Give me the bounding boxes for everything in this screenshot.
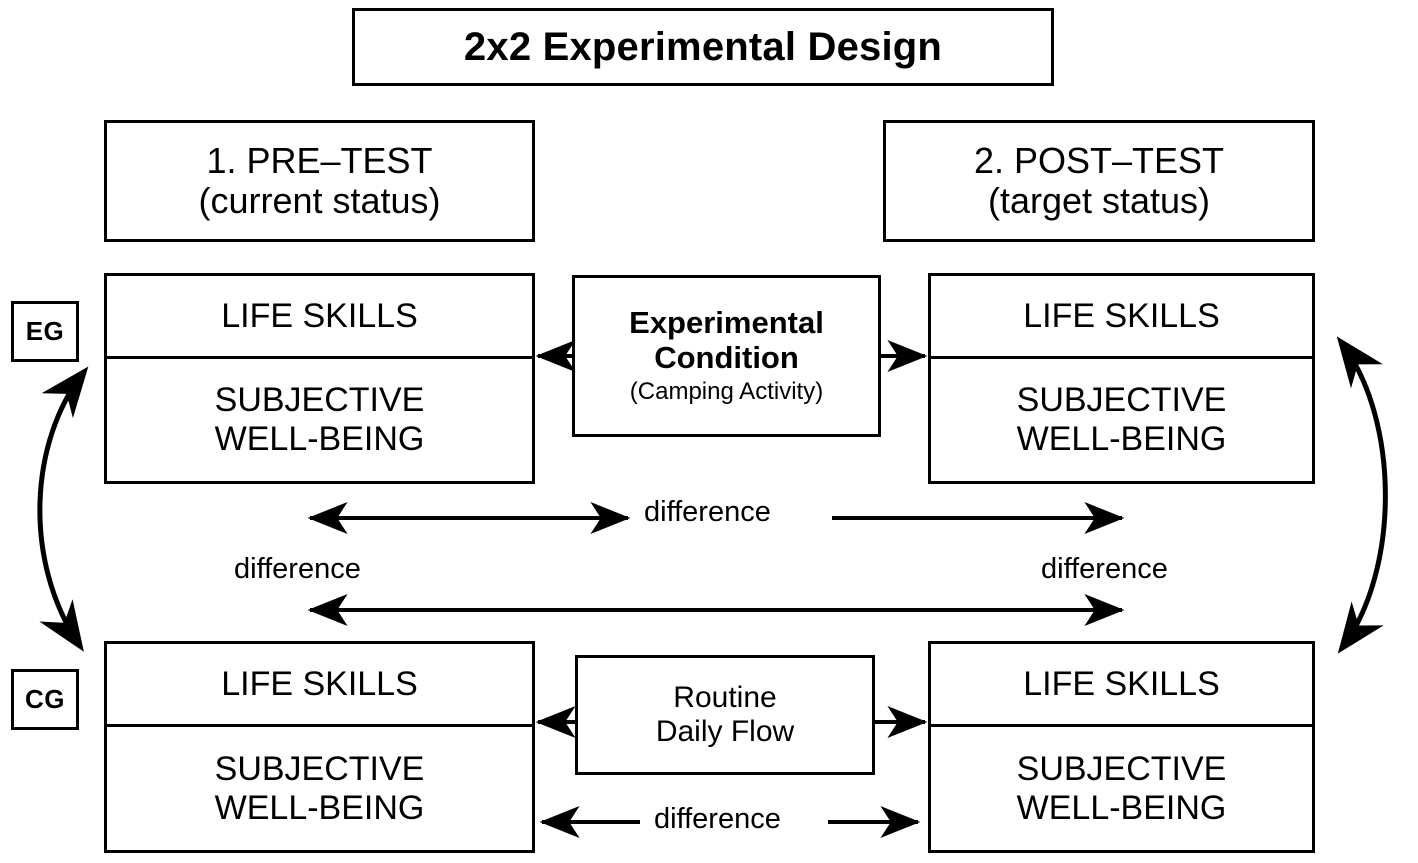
cg-pretest-subjective-wellbeing: SUBJECTIVE WELL-BEING: [107, 727, 532, 850]
control-condition-box: Routine Daily Flow: [575, 655, 875, 775]
experimental-group-label: EG: [11, 301, 79, 362]
posttest-header-line1: 2. POST–TEST: [973, 139, 1225, 181]
eg-pretest-measures-box: LIFE SKILLS SUBJECTIVE WELL-BEING: [104, 273, 535, 484]
label-cg-pre-post-difference: difference: [648, 803, 787, 836]
experimental-condition-box: Experimental Condition (Camping Activity…: [572, 275, 881, 437]
cg-posttest-swb-line2: WELL-BEING: [1016, 788, 1227, 827]
eg-posttest-swb-line2: WELL-BEING: [1016, 420, 1227, 458]
curved-arrow-left-group-comparison: [37, 366, 89, 652]
experimental-condition-line2: Condition: [654, 340, 799, 376]
cg-pretest-life-skills: LIFE SKILLS: [107, 644, 532, 727]
cg-pretest-swb-line2: WELL-BEING: [214, 788, 425, 827]
cg-posttest-swb-line1: SUBJECTIVE: [1016, 749, 1227, 788]
cg-posttest-subjective-wellbeing: SUBJECTIVE WELL-BEING: [931, 727, 1312, 850]
pretest-header-line2: (current status): [198, 180, 441, 221]
eg-posttest-measures-box: LIFE SKILLS SUBJECTIVE WELL-BEING: [928, 273, 1315, 484]
label-eg-pre-post-difference: difference: [638, 496, 777, 529]
posttest-header-line2: (target status): [987, 180, 1211, 221]
eg-pretest-swb-line2: WELL-BEING: [214, 420, 425, 458]
eg-pretest-swb-line1: SUBJECTIVE: [214, 381, 425, 420]
control-condition-line2: Daily Flow: [655, 715, 795, 748]
control-condition-line1: Routine: [673, 681, 777, 715]
diagram-title-text: 2x2 Experimental Design: [463, 24, 943, 69]
cg-posttest-measures-box: LIFE SKILLS SUBJECTIVE WELL-BEING: [928, 641, 1315, 853]
pretest-header-line1: 1. PRE–TEST: [206, 139, 433, 181]
eg-posttest-subjective-wellbeing: SUBJECTIVE WELL-BEING: [931, 359, 1312, 481]
control-group-label: CG: [11, 669, 79, 730]
cg-pretest-measures-box: LIFE SKILLS SUBJECTIVE WELL-BEING: [104, 641, 535, 853]
curved-arrow-right-group-comparison: [1336, 336, 1388, 654]
cg-pretest-swb-line1: SUBJECTIVE: [214, 749, 425, 788]
eg-pretest-life-skills: LIFE SKILLS: [107, 276, 532, 359]
experimental-condition-line3: (Camping Activity): [629, 377, 824, 405]
eg-pretest-subjective-wellbeing: SUBJECTIVE WELL-BEING: [107, 359, 532, 481]
cg-posttest-life-skills: LIFE SKILLS: [931, 644, 1312, 727]
posttest-header-box: 2. POST–TEST (target status): [883, 120, 1315, 242]
diagram-title-box: 2x2 Experimental Design: [352, 8, 1054, 86]
pretest-header-box: 1. PRE–TEST (current status): [104, 120, 535, 242]
label-pretest-group-difference: difference: [228, 553, 367, 586]
experimental-condition-line1: Experimental: [629, 305, 824, 341]
eg-posttest-swb-line1: SUBJECTIVE: [1016, 381, 1227, 420]
eg-posttest-life-skills: LIFE SKILLS: [931, 276, 1312, 359]
label-posttest-group-difference: difference: [1035, 553, 1174, 586]
